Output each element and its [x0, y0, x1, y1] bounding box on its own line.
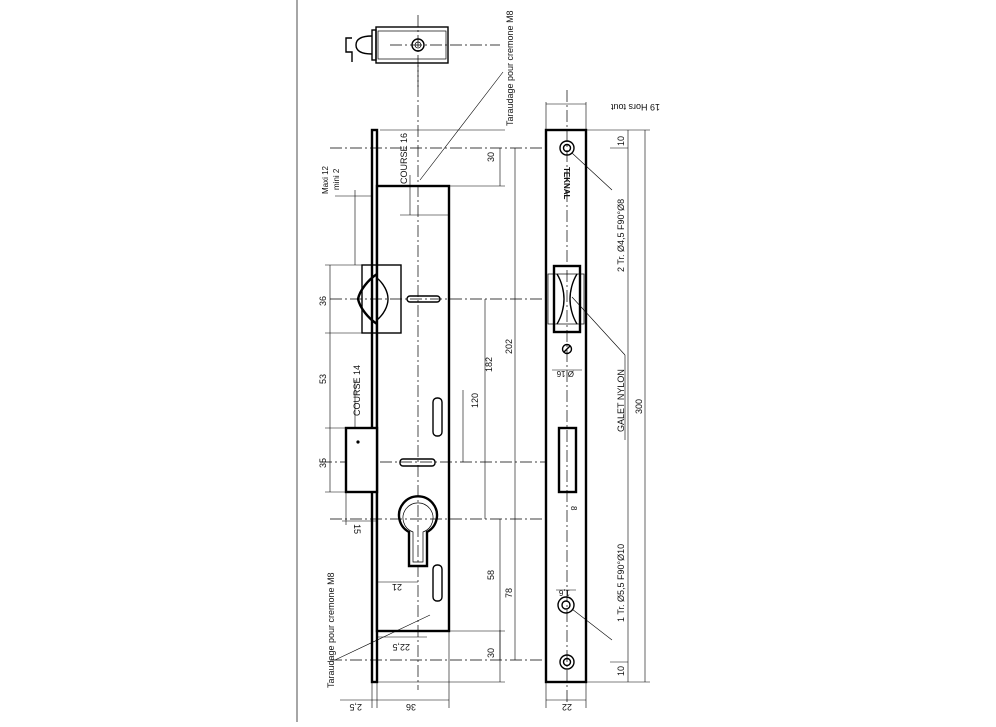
dim-21: 21: [392, 582, 402, 592]
taraudage-top-label: Taraudage pour cremone M8: [505, 10, 515, 126]
course-14-label: COURSE 14: [352, 365, 362, 416]
dim-35: 35: [318, 458, 328, 468]
side-view: [320, 65, 545, 690]
dim-8: 8: [569, 506, 578, 511]
dim-2-5: 2,5: [349, 702, 362, 712]
dim-22: 22: [562, 702, 572, 712]
dim-300: 300: [634, 399, 644, 414]
dim-1-6: 1,6: [558, 588, 570, 597]
galet-label: GALET NYLON: [616, 369, 626, 432]
taraudage-bottom-label: Taraudage pour cremone M8: [326, 572, 336, 688]
dim-10-top: 10: [616, 136, 626, 146]
top-view: [345, 15, 500, 90]
tr-bottom-label: 1 Tr. Ø5,5 F90°Ø10: [616, 544, 626, 622]
dim-120: 120: [470, 393, 480, 408]
dim-36-bottom: 36: [406, 702, 416, 712]
dim-30-top: 30: [486, 152, 496, 162]
dim-30-bottom: 30: [486, 648, 496, 658]
dim-16-dia: Ø 16: [556, 369, 574, 378]
maxi-label: Maxi 12: [321, 165, 330, 194]
dim-15: 15: [352, 524, 362, 534]
dim-10-bottom: 10: [616, 666, 626, 676]
dimension-lines: [325, 71, 650, 708]
hors-tout-label: 19 Hors tout: [610, 102, 660, 112]
dim-36-latch: 36: [318, 296, 328, 306]
dim-53: 53: [318, 374, 328, 384]
dim-182: 182: [484, 357, 494, 372]
dim-22-5: 22,5: [392, 642, 410, 652]
dim-58: 58: [486, 570, 496, 580]
brand-mark: TEKNAL: [562, 167, 571, 200]
mini-label: mini 2: [332, 168, 341, 190]
tr-top-label: 2 Tr. Ø4,5 F90°Ø8: [616, 199, 626, 272]
dim-78: 78: [504, 588, 514, 598]
dim-202: 202: [504, 339, 514, 354]
course-16-label: COURSE 16: [399, 133, 409, 184]
